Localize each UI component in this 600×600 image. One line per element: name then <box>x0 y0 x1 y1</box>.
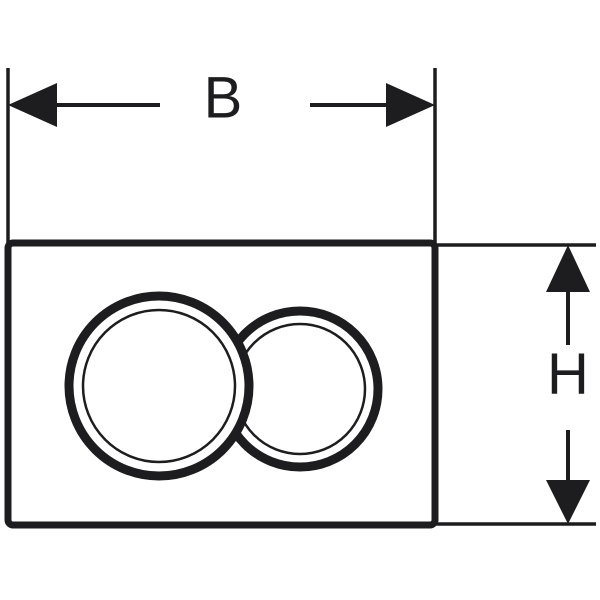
arrowhead-up-icon <box>546 245 590 292</box>
arrowhead-left-icon <box>8 83 57 127</box>
extension-lines <box>6 68 596 526</box>
arrowhead-down-icon <box>546 480 590 524</box>
large-flush-button-inner-ring <box>81 308 237 464</box>
arrowhead-right-icon <box>386 83 435 127</box>
height-dimension-label: H <box>547 341 589 406</box>
width-dimension-label: B <box>204 65 243 130</box>
large-flush-button[interactable] <box>64 291 254 481</box>
large-flush-button-outer-ring <box>64 291 254 481</box>
vertical-dimension-h: H <box>546 245 590 524</box>
horizontal-dimension-b: B <box>8 65 435 130</box>
flush-buttons-group <box>64 291 383 481</box>
flush-actuator-plate[interactable] <box>4 239 439 529</box>
